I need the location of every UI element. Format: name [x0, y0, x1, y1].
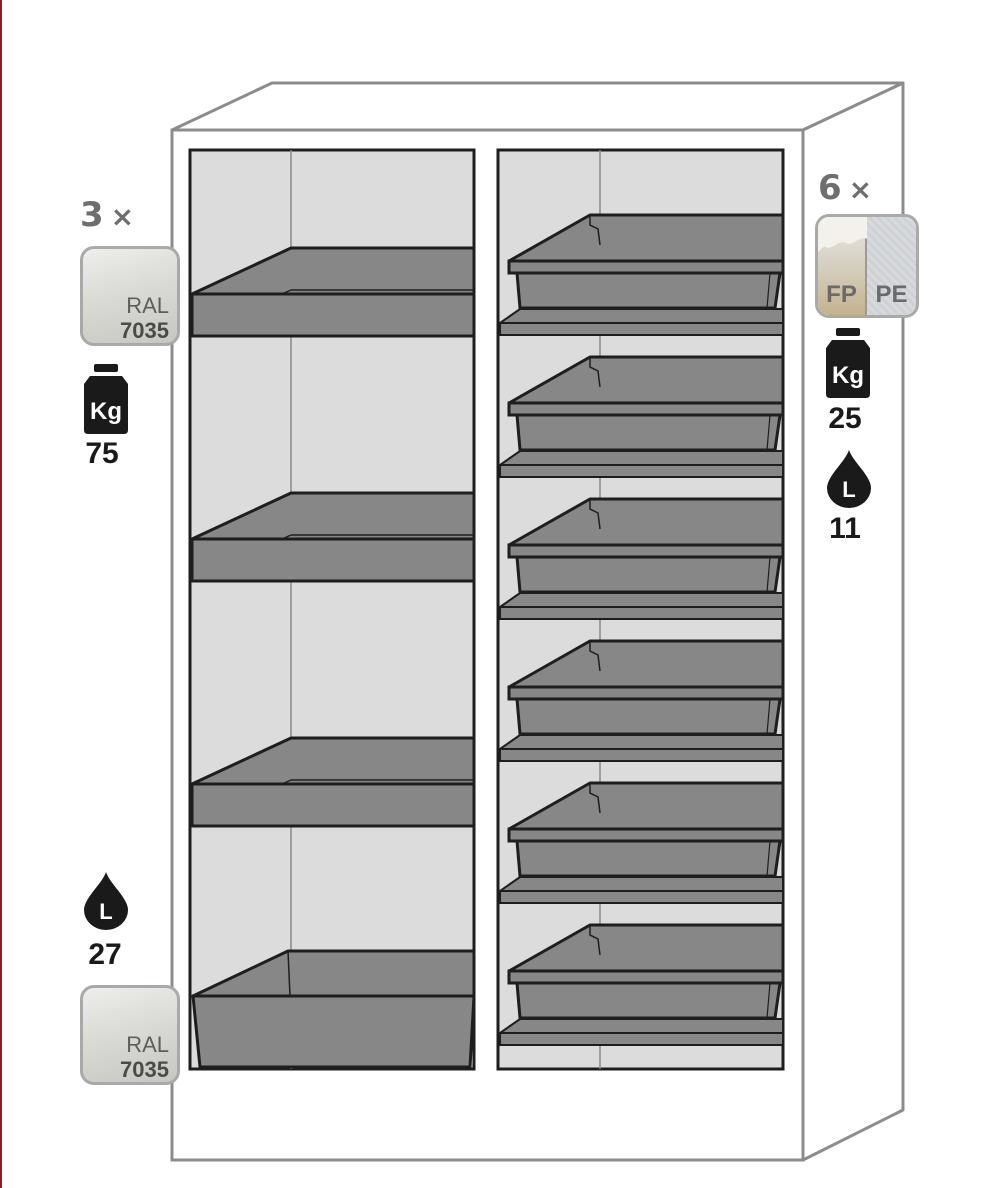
right-times-symbol: × — [848, 173, 874, 206]
pullout-tray-2 — [496, 355, 785, 478]
liquid-drop-icon: L — [84, 872, 128, 930]
liquid-drop-icon: L — [827, 450, 871, 508]
pullout-tray-1 — [496, 213, 785, 336]
shelf-sump-3 — [190, 736, 476, 828]
liquid-icon-text: L — [99, 899, 112, 924]
shelf-sump-1 — [190, 246, 476, 338]
ral-color-swatch-bottom: RAL 7035 — [80, 985, 180, 1085]
edge-accent-line — [0, 0, 2, 1188]
left-shelves — [190, 246, 476, 1069]
ral-word: RAL — [126, 1032, 169, 1057]
right-trays — [496, 213, 785, 1046]
ral-number: 7035 — [120, 1057, 169, 1082]
fp-label: FP — [826, 281, 857, 308]
pe-label: PE — [875, 281, 908, 308]
liquid-icon-text: L — [842, 477, 855, 502]
right-max-load: 25 — [828, 402, 862, 435]
kg-weight-icon: Kg — [84, 364, 128, 434]
pe-half: PE — [867, 217, 916, 315]
left-max-load: 75 — [85, 437, 119, 470]
ral-number: 7035 — [120, 318, 169, 343]
kg-icon-text: Kg — [832, 362, 864, 389]
left-shelf-count-number: 3 — [80, 195, 105, 235]
kg-weight-icon: Kg — [826, 328, 870, 398]
left-sump-volume: 27 — [88, 938, 122, 971]
bottom-sump — [191, 949, 476, 1069]
right-tray-volume: 11 — [829, 512, 861, 545]
right-tray-count-number: 6 — [818, 168, 843, 208]
ral-word: RAL — [126, 293, 169, 318]
material-swatch-fp-pe: FP PE — [815, 214, 919, 318]
right-tray-count: 6× — [818, 168, 873, 208]
fp-half: FP — [818, 217, 868, 315]
pullout-tray-3 — [496, 497, 785, 620]
fp-texture-icon — [818, 217, 868, 252]
left-shelf-count: 3× — [80, 195, 135, 235]
pullout-tray-4 — [496, 639, 785, 762]
ral-color-swatch-top: RAL 7035 — [80, 246, 180, 346]
shelf-sump-2 — [190, 491, 476, 583]
left-times-symbol: × — [110, 200, 136, 233]
pullout-tray-5 — [496, 781, 785, 904]
pullout-tray-6 — [496, 923, 785, 1046]
kg-icon-text: Kg — [90, 398, 122, 425]
